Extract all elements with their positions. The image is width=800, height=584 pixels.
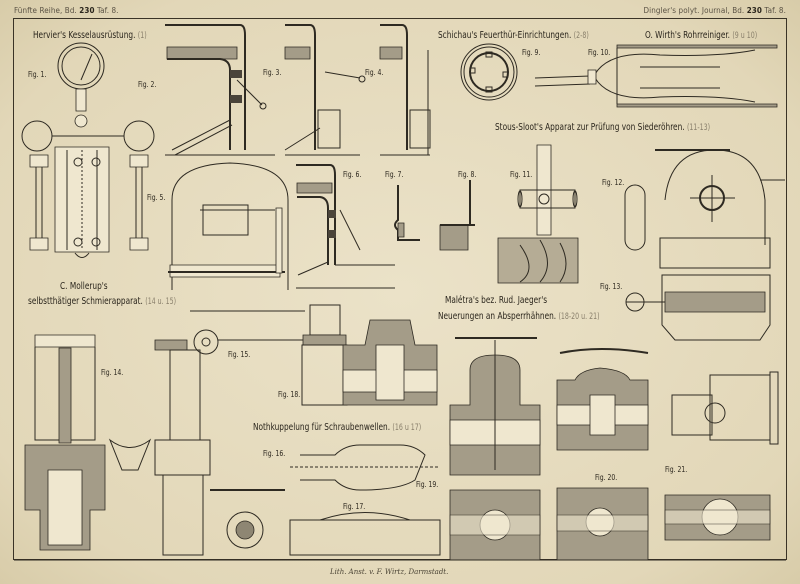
fig-label-7: Fig. 7.: [385, 170, 404, 179]
fig-label-4: Fig. 4.: [365, 68, 384, 77]
fig-label-10: Fig. 10.: [588, 48, 611, 57]
fig-11-drawing: [498, 145, 578, 283]
fig-20-drawing: [557, 349, 648, 560]
fig-label-21: Fig. 21.: [665, 465, 688, 474]
header-right-journal: Dingler's polyt. Journal, Bd.: [643, 6, 745, 15]
header-left-volume: 230: [79, 6, 95, 15]
section-title-mollerup-2: selbstthätiger Schmierapparat. (14 u. 15…: [28, 296, 177, 307]
header-left-plate: Taf. 8.: [97, 6, 119, 15]
section-title-maletra-2: Neuerungen an Absperrhähnen. (18-20 u. 2…: [438, 311, 600, 322]
fig-18-drawing: [302, 305, 437, 405]
fig-5-drawing: [168, 163, 288, 290]
fig-9-drawing: [461, 44, 517, 100]
section-title-maletra-1: Malétra's bez. Rud. Jaeger's: [445, 295, 548, 306]
section-title-hervier: Hervier's Kesselausrüstung. (1): [33, 30, 147, 41]
fig-21-drawing: [665, 372, 778, 540]
fig-label-9: Fig. 9.: [522, 48, 541, 57]
fig-label-12: Fig. 12.: [602, 178, 625, 187]
fig-label-6: Fig. 6.: [343, 170, 362, 179]
fig-label-14: Fig. 14.: [101, 368, 124, 377]
fig-15-drawing: [110, 311, 305, 555]
fig-16-17-drawings: [227, 445, 440, 555]
header-left-series: Fünfte Reihe, Bd.: [14, 6, 77, 15]
header-left: Fünfte Reihe, Bd. 230 Taf. 8.: [14, 6, 119, 15]
fig-label-11: Fig. 11.: [510, 170, 533, 179]
fig-label-17: Fig. 17.: [343, 502, 366, 511]
header-right-volume: 230: [746, 6, 763, 15]
fig-19-drawing: [450, 338, 540, 560]
fig-13-drawing: [626, 275, 770, 340]
section-title-nothkuppelung: Nothkuppelung für Schraubenwellen. (16 u…: [253, 422, 422, 433]
fig-label-18: Fig. 18.: [278, 390, 301, 399]
header-right-plate: Taf. 8.: [764, 6, 786, 15]
fig-6-drawing: [296, 165, 395, 288]
fig-10-drawing: [535, 45, 777, 107]
header-right: Dingler's polyt. Journal, Bd. 230 Taf. 8…: [643, 6, 786, 15]
fig-label-8: Fig. 8.: [458, 170, 477, 179]
fig-label-2: Fig. 2.: [138, 80, 157, 89]
section-title-schichau: Schichau's Feuerthür-Einrichtungen. (2-8…: [438, 30, 589, 41]
section-title-stous-sloot: Stous-Sloot's Apparat zur Prüfung von Si…: [495, 122, 711, 133]
fig-label-19: Fig. 19.: [416, 480, 439, 489]
section-title-wirth: O. Wirth's Rohrreiniger. (9 u 10): [645, 30, 758, 41]
fig-label-1: Fig. 1.: [28, 70, 47, 79]
fig-label-16: Fig. 16.: [263, 449, 286, 458]
section-title-mollerup-1: C. Mollerup's: [60, 281, 108, 292]
fig-label-15: Fig. 15.: [228, 350, 251, 359]
fig-2-4-drawings: [165, 25, 430, 155]
fig-label-3: Fig. 3.: [263, 68, 282, 77]
fig-12-drawing: [625, 150, 785, 268]
lithographer-credit: Lith. Anst. v. F. Wirtz, Darmstadt.: [330, 568, 449, 576]
fig-label-13: Fig. 13.: [600, 282, 623, 291]
fig-7-8-drawings: [395, 180, 475, 250]
fig-label-20: Fig. 20.: [595, 473, 618, 482]
fig-1-drawing: [22, 43, 154, 258]
fig-label-5: Fig. 5.: [147, 193, 166, 202]
fig-14-drawing: [25, 335, 105, 550]
